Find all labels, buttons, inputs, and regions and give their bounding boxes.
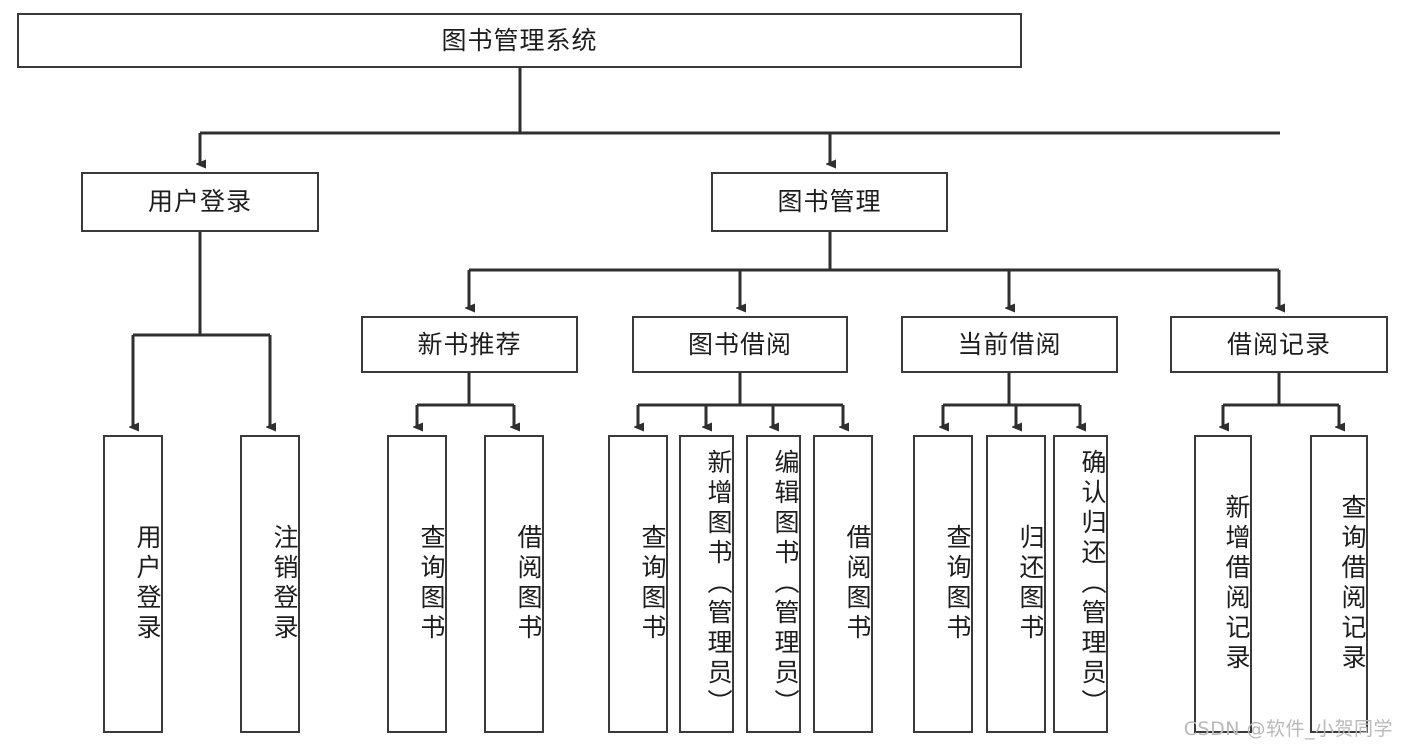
leaf-query-borrow-record[interactable]: 查询借阅记录 [1310,435,1368,733]
node-book-borrow[interactable]: 图书借阅 [632,316,848,373]
node-new-book-recommend-label: 新书推荐 [417,329,522,359]
leaf-query-book-current[interactable]: 查询图书 [913,435,973,733]
node-borrow-records-label: 借阅记录 [1226,329,1331,359]
leaf-return-book[interactable]: 归还图书 [986,435,1046,733]
leaf-borrow-book[interactable]: 借阅图书 [813,435,873,733]
leaf-user-logout[interactable]: 注销登录 [240,435,300,733]
leaf-borrow-book-recommend[interactable]: 借阅图书 [484,435,544,733]
node-borrow-records[interactable]: 借阅记录 [1170,316,1388,373]
node-user-login-label: 用户登录 [147,187,252,217]
leaf-query-borrow-record-label: 查询借阅记录 [1338,494,1367,674]
node-user-login[interactable]: 用户登录 [81,172,319,232]
leaf-edit-book-admin[interactable]: 编辑图书（管理员） [746,435,801,733]
node-book-management-label: 图书管理 [777,187,882,217]
node-current-borrow[interactable]: 当前借阅 [901,316,1118,373]
leaf-user-logout-label: 注销登录 [270,524,299,644]
leaf-query-book-recommend-label: 查询图书 [417,524,446,644]
node-book-borrow-label: 图书借阅 [687,329,792,359]
leaf-query-book-borrow-label: 查询图书 [638,524,667,644]
leaf-user-login-label: 用户登录 [133,524,162,644]
node-current-borrow-label: 当前借阅 [957,329,1062,359]
node-book-management[interactable]: 图书管理 [711,172,948,232]
leaf-add-borrow-record-label: 新增借阅记录 [1222,494,1251,674]
leaf-add-book-admin-label: 新增图书（管理员） [704,449,733,719]
leaf-confirm-return-admin[interactable]: 确认归还（管理员） [1053,435,1108,733]
leaf-query-book-current-label: 查询图书 [943,524,972,644]
node-root-label: 图书管理系统 [441,25,598,55]
leaf-query-book-borrow[interactable]: 查询图书 [608,435,668,733]
leaf-edit-book-admin-label: 编辑图书（管理员） [771,449,800,719]
leaf-borrow-book-recommend-label: 借阅图书 [514,524,543,644]
leaf-borrow-book-label: 借阅图书 [843,524,872,644]
leaf-add-borrow-record[interactable]: 新增借阅记录 [1194,435,1252,733]
csdn-watermark: CSDN @软件_小贺同学 [1183,718,1393,740]
leaf-confirm-return-admin-label: 确认归还（管理员） [1078,449,1107,719]
leaf-user-login[interactable]: 用户登录 [103,435,163,733]
leaf-return-book-label: 归还图书 [1016,524,1045,644]
leaf-query-book-recommend[interactable]: 查询图书 [387,435,447,733]
leaf-add-book-admin[interactable]: 新增图书（管理员） [679,435,734,733]
node-root[interactable]: 图书管理系统 [17,13,1022,68]
node-new-book-recommend[interactable]: 新书推荐 [361,316,578,373]
